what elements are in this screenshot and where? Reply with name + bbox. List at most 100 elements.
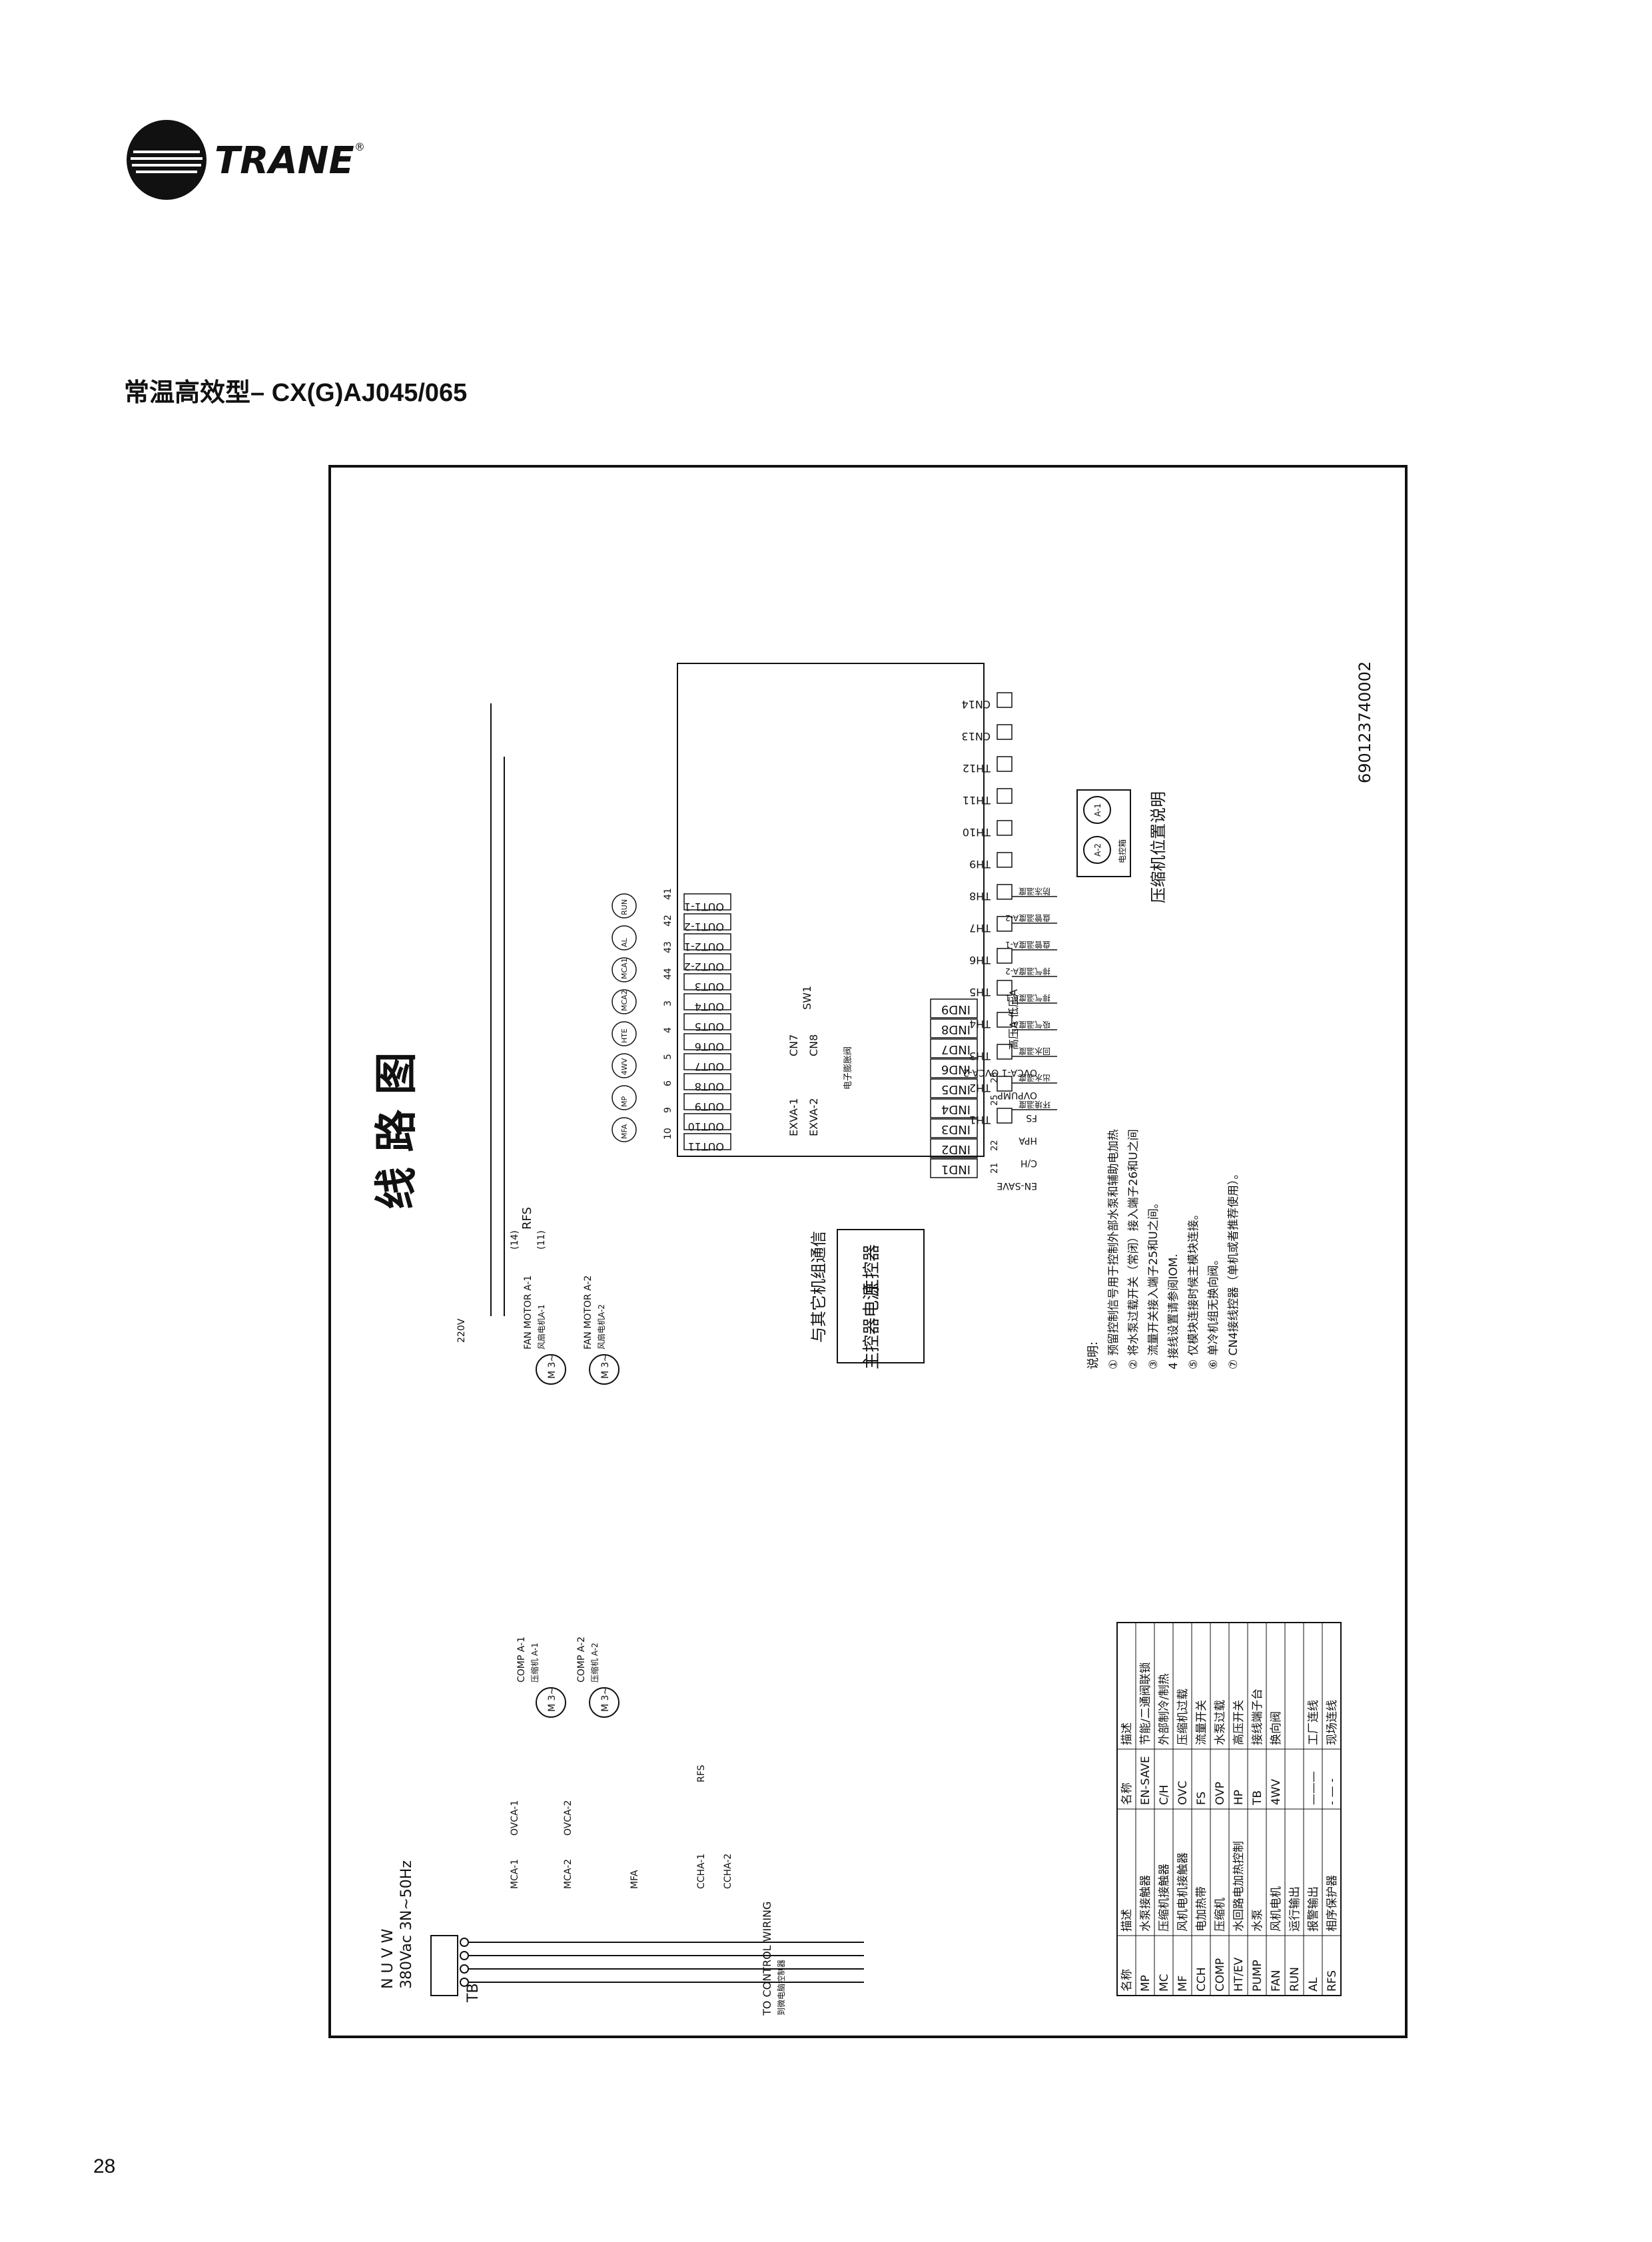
legend-cell: 压缩机接触器 xyxy=(1158,1864,1171,1932)
trane-logo-mark: TRANE ® xyxy=(127,120,365,200)
out-terminal-label: OUT9 xyxy=(695,1100,724,1113)
contactor-mca2: MCA-2 xyxy=(563,1859,574,1889)
out-wire-number: 42 xyxy=(663,915,673,927)
out-terminal-box xyxy=(683,1033,731,1050)
svg-text:M 3~: M 3~ xyxy=(600,1687,611,1712)
out-wire-number: 6 xyxy=(663,1080,673,1086)
logo-wordmark: TRANE xyxy=(214,139,354,183)
th-terminal-label: TH12 xyxy=(963,762,991,775)
out-load-circle xyxy=(612,957,637,982)
svg-text:FAN MOTOR A-2: FAN MOTOR A-2 xyxy=(583,1276,594,1349)
out-terminal-label: OUT2-1 xyxy=(684,940,724,953)
legend-cell: 名称 xyxy=(1120,1969,1134,1992)
ind-terminal-box xyxy=(930,1058,978,1078)
th-terminal-box xyxy=(997,1044,1013,1060)
legend-cell: 现场连线 xyxy=(1326,1700,1339,1745)
ind-input-label: EN-SAVE xyxy=(997,1180,1037,1191)
legend-cell: OVP xyxy=(1214,1782,1227,1805)
legend-cell: 换向阀 xyxy=(1270,1711,1283,1745)
svg-text:COMP A-1: COMP A-1 xyxy=(516,1637,527,1682)
th-terminal-box xyxy=(997,820,1013,836)
out-terminal-label: OUT11 xyxy=(688,1140,724,1153)
note-item: ⑤ 仅模块连接时候主模块连接。 xyxy=(1187,1208,1200,1369)
legend-cell: 压缩机过载 xyxy=(1176,1688,1190,1745)
th-terminal-label: TH10 xyxy=(963,826,991,839)
sensor-label: 盘管温度A-2 xyxy=(1005,913,1050,923)
out-load-label: MCA2 xyxy=(620,990,629,1011)
out-load-label: MCA1 xyxy=(620,958,629,979)
sensor-label: 排气温度A-2 xyxy=(1005,966,1050,976)
out-terminal-box xyxy=(683,893,731,911)
out-terminals: OUT11OUT10OUT9OUT8OUT7OUT6OUT5OUT4OUT3OU… xyxy=(612,888,731,1153)
drawing-number: 690123740002 xyxy=(1356,661,1374,783)
contactor-mca1: MCA-1 xyxy=(510,1859,520,1889)
trane-logo: TRANE ® xyxy=(120,113,400,206)
out-terminal-box xyxy=(683,1133,731,1150)
compressor-location: A-2 A-1 电控箱 压缩机位置说明 xyxy=(1076,789,1168,903)
legend-cell: 描述 xyxy=(1120,1909,1134,1932)
compressor-a1: M 3~ COMP A-1 压缩机 A-1 xyxy=(516,1637,566,1718)
diagram-frame xyxy=(328,465,1408,2038)
th-terminal-label: TH5 xyxy=(969,986,991,998)
svg-text:COMP A-2: COMP A-2 xyxy=(576,1637,587,1682)
out-load-label: AL xyxy=(620,937,629,947)
contactor-ovca2: OVCA-2 xyxy=(563,1800,574,1836)
th-terminal-label: TH11 xyxy=(963,794,991,807)
th-terminal-box xyxy=(997,788,1013,804)
out-terminal-box xyxy=(683,1113,731,1130)
sw1-label: SW1 xyxy=(801,986,813,1010)
ind-input-label: FS xyxy=(1026,1112,1037,1123)
ind-terminal-box xyxy=(930,1078,978,1098)
th-terminal-label: CN14 xyxy=(962,698,991,711)
ind-terminal-label: IND4 xyxy=(941,1102,971,1116)
out-load-circle xyxy=(612,1053,637,1078)
th-terminal-box xyxy=(997,852,1013,868)
legend-cell: 描述 xyxy=(1120,1722,1134,1745)
terminal-block xyxy=(430,1935,469,1996)
out-terminal-box xyxy=(683,1073,731,1090)
sensor-label: 排气温度A-1 xyxy=(1005,993,1050,1003)
pressure-label: 高压A 低压A xyxy=(1007,989,1020,1050)
legend-cell: C/H xyxy=(1158,1785,1171,1805)
legend-cell: 工厂连线 xyxy=(1307,1700,1320,1745)
legend-cell: 报警输出 xyxy=(1307,1886,1320,1932)
controller-label: 主控器 xyxy=(862,1244,882,1296)
ind-input-number: 22 xyxy=(990,1140,1000,1151)
sensor-label: 出水温度 xyxy=(1019,1073,1050,1083)
out-terminal-box xyxy=(683,953,731,970)
out-terminal-box xyxy=(683,1053,731,1070)
out-terminal-box xyxy=(683,1013,731,1030)
svg-text:FAN MOTOR A-1: FAN MOTOR A-1 xyxy=(523,1276,534,1349)
legend-cell: EN-SAVE xyxy=(1139,1756,1152,1805)
ind-input-label: OVCA-1 OVCA-2 xyxy=(963,1067,1037,1078)
svg-text:说明:: 说明: xyxy=(1086,1341,1100,1369)
out-load-circle xyxy=(612,1021,637,1046)
ind-terminal-box xyxy=(930,1038,978,1058)
legend-cell: RFS xyxy=(1326,1970,1339,1992)
legend-cell: MC xyxy=(1158,1974,1171,1992)
ind-input-label: C/H xyxy=(1021,1158,1037,1168)
out-terminal-label: OUT8 xyxy=(695,1080,724,1093)
terminal-block-label: TB xyxy=(465,1983,482,2003)
legend-cell: 风机电机接触器 xyxy=(1176,1852,1190,1932)
ind-terminal-label: IND8 xyxy=(941,1022,971,1036)
rfs-num-14: (14) xyxy=(510,1230,520,1250)
page-title: 常温高效型– CX(G)AJ045/065 xyxy=(124,379,468,407)
legend-cell: 外部制冷/制热 xyxy=(1158,1673,1171,1745)
out-terminal-label: OUT6 xyxy=(695,1040,724,1053)
out-load-circle xyxy=(612,989,637,1014)
out-wire-number: 41 xyxy=(663,888,673,900)
th-terminal-box xyxy=(997,980,1013,996)
diagram-title: 线 路 图 xyxy=(372,1052,422,1210)
th-terminal-label: TH6 xyxy=(969,954,991,966)
out-load-label: HTE xyxy=(620,1028,629,1043)
legend-cell: 相序保护器 xyxy=(1326,1875,1339,1932)
legend-cell: COMP xyxy=(1214,1958,1227,1992)
compressor-a2: M 3~ COMP A-2 压缩机 A-2 xyxy=(576,1637,620,1718)
control-board xyxy=(677,663,985,1157)
ind-input-number: 25 xyxy=(990,1094,1000,1106)
ind-input-label: OVPUMP xyxy=(997,1090,1037,1100)
cn8-label: CN8 xyxy=(807,1034,820,1056)
legend-cell: 风机电机 xyxy=(1270,1886,1283,1932)
power-control-label: 220V xyxy=(456,1318,467,1343)
